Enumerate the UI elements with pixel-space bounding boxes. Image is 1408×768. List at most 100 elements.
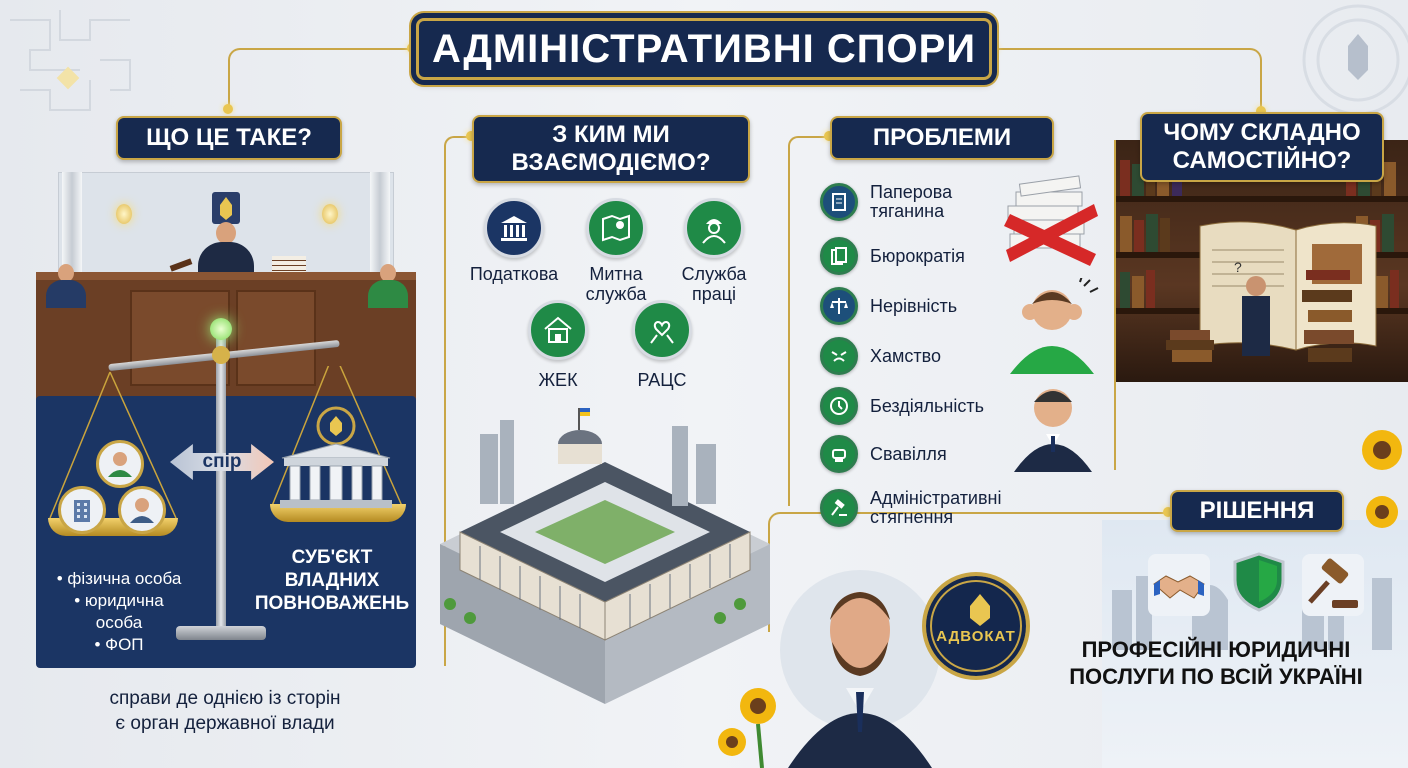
agency-customs[interactable]: Митна служба xyxy=(556,198,676,304)
solution-line: ПОСЛУГИ ПО ВСІЙ УКРАЇНІ xyxy=(1069,664,1363,689)
party-item: • ФОП xyxy=(94,635,144,654)
wall-lamp-icon xyxy=(322,204,338,224)
scale-pan-right xyxy=(270,504,406,522)
problem-item: Адміністративні стягнення xyxy=(820,488,1030,528)
house-icon xyxy=(528,300,588,360)
agency-registry[interactable]: РАЦС xyxy=(602,300,722,390)
solution-text: ПРОФЕСІЙНІ ЮРИДИЧНІ ПОСЛУГИ ПО ВСІЙ УКРА… xyxy=(1046,636,1386,690)
problem-label: Свавілля xyxy=(870,443,947,464)
pillar xyxy=(370,172,390,284)
party-item: особа xyxy=(95,613,143,632)
subject-line: ВЛАДНИХ xyxy=(284,570,380,591)
connector-dot xyxy=(407,43,417,53)
problem-item: Нерівність xyxy=(820,286,957,326)
map-pin-icon xyxy=(586,198,646,258)
subject-line: СУБ'ЄКТ xyxy=(291,547,373,568)
connector-dot xyxy=(988,43,998,53)
scales-base xyxy=(176,626,266,640)
section-heading-who: З КИМ МИ ВЗАЄМОДІЄМО? xyxy=(472,115,750,183)
agency-label: Податкова xyxy=(469,264,559,284)
entrepreneur-icon xyxy=(118,486,166,534)
scales-light xyxy=(210,318,232,340)
agency-label: Митна служба xyxy=(585,264,647,304)
connector-line xyxy=(228,48,418,108)
clerk-figure xyxy=(368,264,408,308)
connector-dot xyxy=(466,131,476,141)
trident-emblem-icon xyxy=(212,192,240,224)
person-icon xyxy=(96,440,144,488)
family-icon xyxy=(632,300,692,360)
connector-dot xyxy=(1256,106,1266,116)
section-heading-solution: РІШЕННЯ xyxy=(1170,490,1344,532)
decorative-ornament-top-right xyxy=(1302,4,1408,116)
connector-line xyxy=(788,136,828,506)
problem-item: Бюрократія xyxy=(820,236,965,276)
problem-item: Хамство xyxy=(820,336,941,376)
shelf xyxy=(1116,196,1408,202)
agency-label: РАЦС xyxy=(637,370,687,390)
scales-pivot xyxy=(212,346,230,364)
svg-text:?: ? xyxy=(1234,259,1242,275)
pillar xyxy=(62,172,82,284)
definition-caption: справи де однією із сторін є орган держа… xyxy=(60,686,390,736)
annoyed-official-illustration xyxy=(1014,389,1092,472)
party-item: • юридична xyxy=(74,591,164,610)
problem-item: Бездіяльність xyxy=(820,386,984,426)
heading-line: ВЗАЄМОДІЄМО? xyxy=(511,149,711,176)
papers-icon xyxy=(820,237,858,275)
decorative-pattern-top-left xyxy=(10,10,131,111)
handshake-icon xyxy=(1148,554,1210,616)
connector-dot xyxy=(824,131,834,141)
building-columns-icon xyxy=(484,198,544,258)
trident-icon xyxy=(970,594,990,626)
connector-line xyxy=(1092,140,1116,470)
heading-line: САМОСТІЙНО? xyxy=(1172,147,1352,174)
problem-label: Нерівність xyxy=(870,295,958,316)
books-stack xyxy=(272,256,306,272)
seal-title: АДВОКАТ xyxy=(936,628,1016,645)
agency-tax[interactable]: Податкова xyxy=(454,198,574,284)
caption-line: є орган державної влади xyxy=(115,713,335,734)
worker-icon xyxy=(684,198,744,258)
private-parties-list: • фізична особа • юридична особа • ФОП xyxy=(44,568,194,656)
sunflower-icon xyxy=(718,688,776,768)
agency-label: ЖЕК xyxy=(538,370,578,390)
problem-label: Бездіяльність xyxy=(870,395,984,416)
caption-line: справи де однією із сторін xyxy=(109,688,341,709)
shield-icon xyxy=(1233,552,1285,612)
bench-panel xyxy=(236,290,316,386)
main-title: АДМІНІСТРАТИВНІ СПОРИ xyxy=(416,18,992,80)
section-heading-problems: ПРОБЛЕМИ xyxy=(830,116,1054,160)
solution-line: ПРОФЕСІЙНІ ЮРИДИЧНІ xyxy=(1081,637,1351,662)
sunflower-icon xyxy=(1362,430,1402,528)
advocate-seal: АДВОКАТ xyxy=(922,572,1030,680)
document-icon xyxy=(820,183,858,221)
clock-icon xyxy=(820,387,858,425)
fist-icon xyxy=(820,435,858,473)
party-item: • фізична особа xyxy=(56,569,182,588)
heading-line: ЧОМУ СКЛАДНО xyxy=(1163,119,1361,147)
paperwork-pile-illustration xyxy=(1004,175,1098,266)
connector-line xyxy=(444,136,474,666)
plaintiff-figure xyxy=(46,264,86,308)
problem-label: Паперова тяганина xyxy=(870,182,953,221)
connector-dot xyxy=(223,104,233,114)
agency-labor[interactable]: Служба праці xyxy=(654,198,774,304)
connector-line xyxy=(992,48,1262,110)
judge-figure xyxy=(198,222,254,276)
section-heading-what: ЩО ЦЕ ТАКЕ? xyxy=(116,116,342,160)
problem-item: Паперова тяганина xyxy=(820,182,980,222)
scales-pole xyxy=(216,326,226,630)
dispute-label: спір xyxy=(202,451,242,472)
bench-panel xyxy=(130,290,230,386)
problem-label: Бюрократія xyxy=(870,245,965,266)
scales-icon xyxy=(820,287,858,325)
problem-label: Хамство xyxy=(870,345,942,366)
lawyer-portrait xyxy=(780,570,940,768)
agency-housing[interactable]: ЖЕК xyxy=(498,300,618,390)
agency-label: Служба праці xyxy=(681,264,747,304)
government-building-icon xyxy=(280,406,392,508)
section-heading-why: ЧОМУ СКЛАДНО САМОСТІЙНО? xyxy=(1140,112,1384,182)
dispute-arrow: спір xyxy=(170,444,274,480)
subject-line: ПОВНОВАЖЕНЬ xyxy=(254,593,410,614)
